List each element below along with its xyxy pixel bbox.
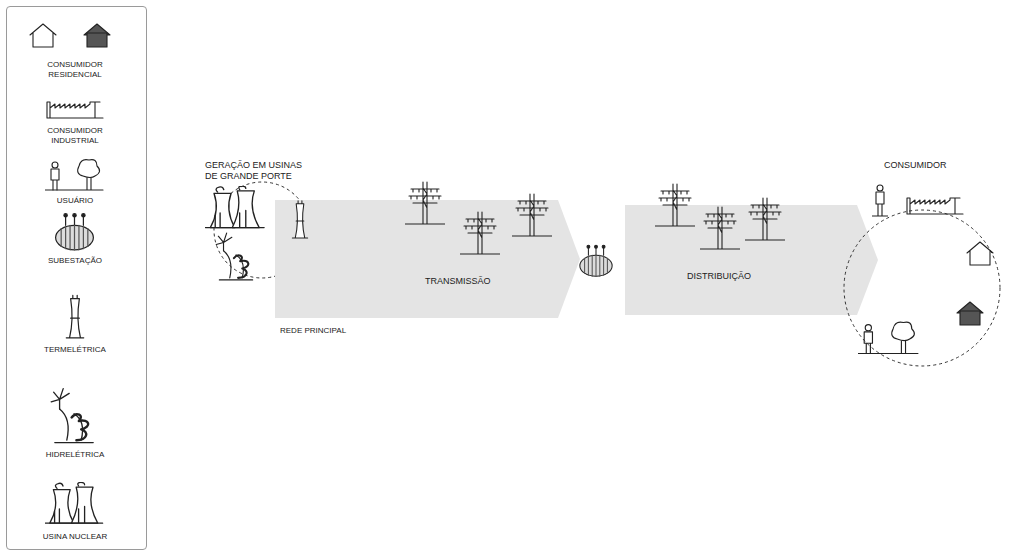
legend-label: TERMELÉTRICA xyxy=(35,345,115,355)
distribution-band-outline xyxy=(625,205,878,315)
node-label: CONSUMIDOR xyxy=(884,160,947,171)
legend-label: HIDRELÉTRICA xyxy=(35,450,115,460)
legend-label: USUÁRIO xyxy=(35,196,115,206)
legend-label: SUBESTAÇÃO xyxy=(35,256,115,266)
legend-label: USINA NUCLEAR xyxy=(35,532,115,542)
node-label: TRANSMISSÃO xyxy=(425,276,491,287)
section-label: REDE PRINCIPAL xyxy=(280,326,346,336)
node-label: DISTRIBUIÇÃO xyxy=(687,271,751,282)
legend-panel xyxy=(6,6,147,550)
legend-label: CONSUMIDOR RESIDENCIAL xyxy=(35,60,115,80)
node-label: GERAÇÃO EM USINAS DE GRANDE PORTE xyxy=(205,160,305,182)
distribution-band: DISTRIBUIÇÃO xyxy=(625,205,878,315)
legend-label: CONSUMIDOR INDUSTRIAL xyxy=(35,126,115,146)
